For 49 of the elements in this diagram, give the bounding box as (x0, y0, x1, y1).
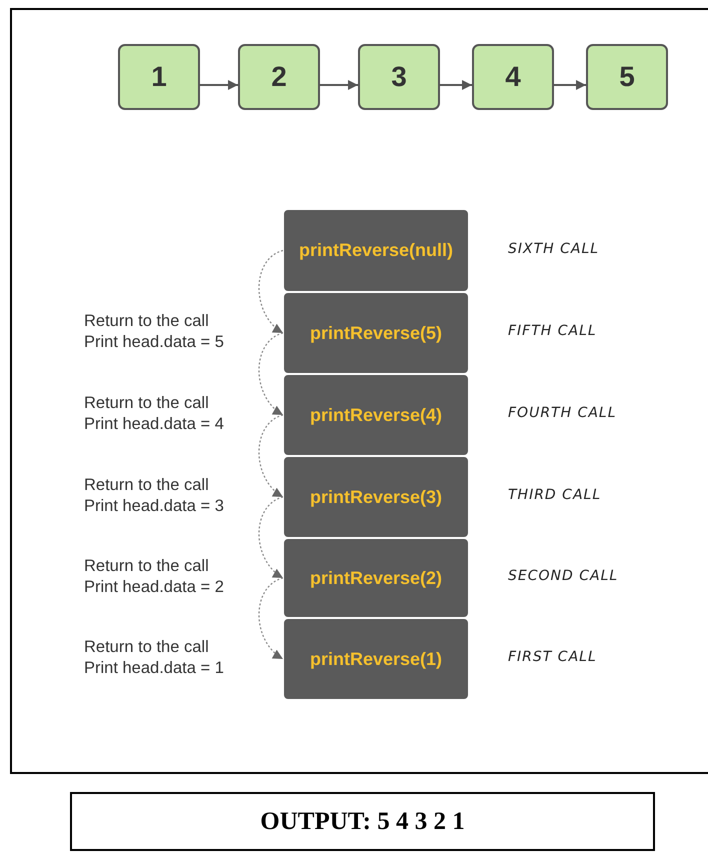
return-note: Print head.data = 3 (84, 497, 224, 516)
node-value: 1 (151, 61, 167, 93)
list-node-box (238, 44, 320, 110)
return-note: Return to the call (84, 312, 209, 331)
arrow (440, 80, 472, 90)
node-value: 5 (619, 61, 635, 93)
return-note: Print head.data = 5 (84, 333, 224, 352)
node-value: 2 (271, 61, 287, 93)
output-text: OUTPUT: 5 4 3 2 1 (260, 808, 465, 836)
return-note: Print head.data = 4 (84, 415, 224, 434)
call-frame-box (283, 456, 469, 538)
return-arrow (258, 577, 284, 660)
arrow (200, 80, 238, 90)
call-order-label: SIXTH CALL (508, 240, 600, 256)
return-note: Return to the call (84, 476, 209, 495)
call-order-label: SECOND CALL (508, 568, 618, 584)
return-arrow (258, 332, 284, 416)
return-arrow (258, 414, 284, 498)
return-note: Return to the call (84, 394, 209, 413)
function-call-text: printReverse(4) (310, 404, 442, 426)
call-frame-box (283, 209, 469, 292)
node-value: 4 (505, 61, 521, 93)
call-frame-box (283, 374, 469, 456)
function-call-text: printReverse(2) (310, 568, 442, 588)
function-call-text: printReverse(null) (298, 240, 454, 261)
call-frame-box (283, 292, 469, 374)
list-node-box (118, 44, 200, 110)
function-call-text: printReverse(1) (310, 648, 442, 670)
return-note: Return to the call (84, 638, 209, 657)
call-order-label: FIRST CALL (508, 649, 597, 665)
call-frame-box (283, 538, 469, 618)
node-value: 3 (391, 61, 407, 93)
arrow (320, 80, 358, 90)
return-note: Return to the call (84, 557, 209, 576)
call-order-label: THIRD CALL (508, 487, 602, 503)
call-order-label: FOURTH CALL (508, 405, 617, 421)
return-note: Print head.data = 1 (84, 659, 224, 678)
list-node-box (586, 44, 668, 110)
return-arrow (258, 250, 284, 334)
list-node-box (472, 44, 554, 110)
call-frame-box (283, 618, 469, 700)
function-call-text: printReverse(3) (310, 486, 442, 508)
call-order-label: FIFTH CALL (508, 323, 597, 339)
function-call-text: printReverse(5) (310, 322, 442, 344)
return-note: Print head.data = 2 (84, 578, 224, 597)
output-box (70, 792, 655, 851)
list-node-box (358, 44, 440, 110)
arrow (554, 80, 586, 90)
return-arrow (258, 496, 284, 578)
